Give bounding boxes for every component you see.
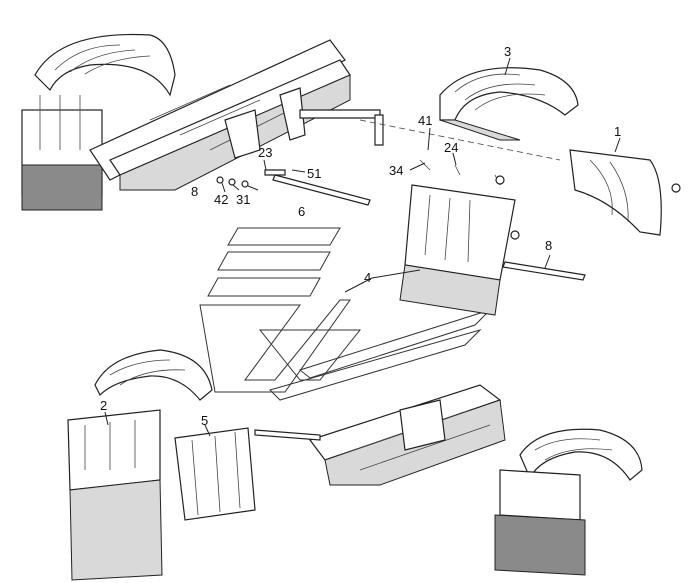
chassis-frame-top-left <box>21 33 384 211</box>
callout-labels: 3 1 23 51 41 24 34 8 42 31 6 8 4 2 5 <box>100 44 621 428</box>
mudflap-part-4 <box>399 184 520 316</box>
hardware-parts <box>216 159 505 206</box>
callout-51: 51 <box>307 166 321 181</box>
callout-42: 41 <box>418 113 432 128</box>
callout-5: 5 <box>201 413 208 428</box>
callout-1: 1 <box>614 124 621 139</box>
callout-8: 8 <box>545 238 552 253</box>
callout-6: 6 <box>298 204 305 219</box>
chassis-frame-bottom-right <box>254 384 643 576</box>
callout-4: 4 <box>364 270 371 285</box>
callout-41: 34 <box>389 163 403 178</box>
rod-part-8 <box>502 261 586 281</box>
fender-part-3 <box>439 67 579 141</box>
mudflap-part-2 <box>67 409 163 581</box>
callout-2: 2 <box>100 398 107 413</box>
alignment-line <box>359 119 561 161</box>
watermark-logo <box>199 227 491 401</box>
callout-44: 42 <box>214 192 228 207</box>
callout-3: 3 <box>504 44 511 59</box>
fender-part-5 <box>174 427 256 521</box>
fender-part-2-upper <box>94 349 213 401</box>
callout-34: 31 <box>236 192 250 207</box>
callout-23: 23 <box>258 145 272 160</box>
callout-24: 8 <box>191 184 198 199</box>
callout-31: 24 <box>444 140 458 155</box>
fender-part-1 <box>569 149 681 236</box>
leader-lines <box>104 57 621 437</box>
